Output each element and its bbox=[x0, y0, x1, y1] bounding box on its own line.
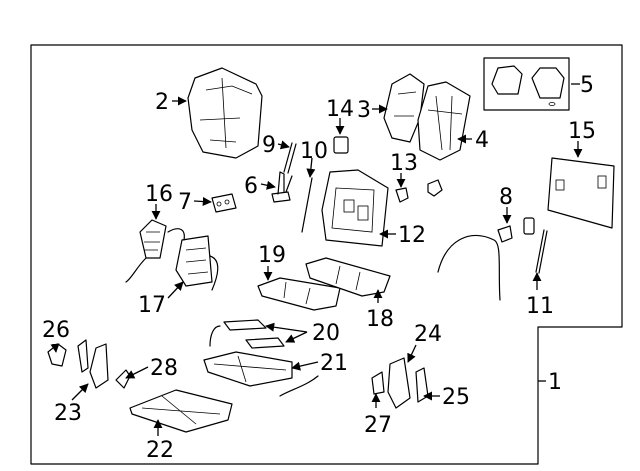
part-handle bbox=[523, 217, 535, 235]
callout-19: 19 bbox=[258, 243, 286, 268]
part-support-rod bbox=[301, 177, 313, 233]
callout-25: 25 bbox=[442, 385, 470, 410]
callout-27: 27 bbox=[364, 413, 392, 438]
part-seat-pan-frame bbox=[203, 325, 319, 397]
part-back-panel bbox=[321, 169, 389, 247]
callout-4: 4 bbox=[475, 128, 489, 153]
callout-6: 6 bbox=[244, 174, 258, 199]
callout-18: 18 bbox=[366, 307, 394, 332]
callout-3: 3 bbox=[357, 98, 371, 123]
diagram-frame bbox=[30, 44, 623, 465]
callout-10: 10 bbox=[300, 139, 328, 164]
inset-box-headrests bbox=[483, 57, 570, 111]
callout-14: 14 bbox=[326, 97, 354, 122]
callout-labels: 1 2 3 4 5 6 7 8 9 10 11 12 13 14 15 16 1… bbox=[42, 73, 596, 463]
callout-7: 7 bbox=[178, 190, 192, 215]
part-release-cable bbox=[437, 225, 513, 301]
part-side-shield bbox=[387, 357, 411, 409]
part-switch bbox=[211, 193, 237, 213]
callout-9: 9 bbox=[262, 133, 276, 158]
part-heater-pad bbox=[125, 219, 167, 283]
part-seat-back-cover bbox=[187, 67, 263, 159]
part-bezel bbox=[333, 136, 349, 154]
part-headrest-guide bbox=[271, 171, 293, 203]
callout-13: 13 bbox=[390, 151, 418, 176]
part-seat-cover bbox=[305, 257, 391, 297]
part-latch bbox=[427, 179, 443, 197]
callout-24: 24 bbox=[414, 322, 442, 347]
callout-11: 11 bbox=[526, 294, 554, 319]
part-side-cap bbox=[47, 343, 67, 367]
callout-17: 17 bbox=[138, 293, 166, 318]
callout-2: 2 bbox=[155, 90, 169, 115]
callout-26: 26 bbox=[42, 318, 70, 343]
callout-16: 16 bbox=[145, 182, 173, 207]
callout-8: 8 bbox=[499, 185, 513, 210]
part-seat-cushion bbox=[257, 277, 341, 311]
part-hinge-bracket bbox=[415, 367, 429, 403]
part-right-cap bbox=[371, 371, 385, 395]
part-recliner-bracket bbox=[77, 339, 109, 389]
part-seat-back-frame bbox=[383, 73, 425, 143]
part-cushion-pads bbox=[223, 319, 285, 349]
part-clip bbox=[395, 187, 409, 203]
leader-lines bbox=[50, 83, 583, 436]
part-rear-panel bbox=[547, 157, 615, 229]
callout-21: 21 bbox=[320, 351, 348, 376]
part-headrests bbox=[491, 65, 565, 106]
callout-22: 22 bbox=[146, 438, 174, 463]
callout-12: 12 bbox=[398, 223, 426, 248]
callout-28: 28 bbox=[150, 356, 178, 381]
part-lumbar-support bbox=[167, 228, 219, 291]
part-seat-back-cushion bbox=[417, 81, 471, 161]
callout-20: 20 bbox=[312, 321, 340, 346]
part-guide-rod bbox=[283, 142, 297, 174]
callout-1: 1 bbox=[548, 370, 562, 395]
part-trim-cover bbox=[115, 369, 131, 389]
callout-15: 15 bbox=[568, 119, 596, 144]
callout-5: 5 bbox=[580, 73, 594, 98]
part-seat-track bbox=[129, 389, 233, 433]
callout-23: 23 bbox=[54, 401, 82, 426]
part-lower-rod bbox=[535, 229, 548, 274]
